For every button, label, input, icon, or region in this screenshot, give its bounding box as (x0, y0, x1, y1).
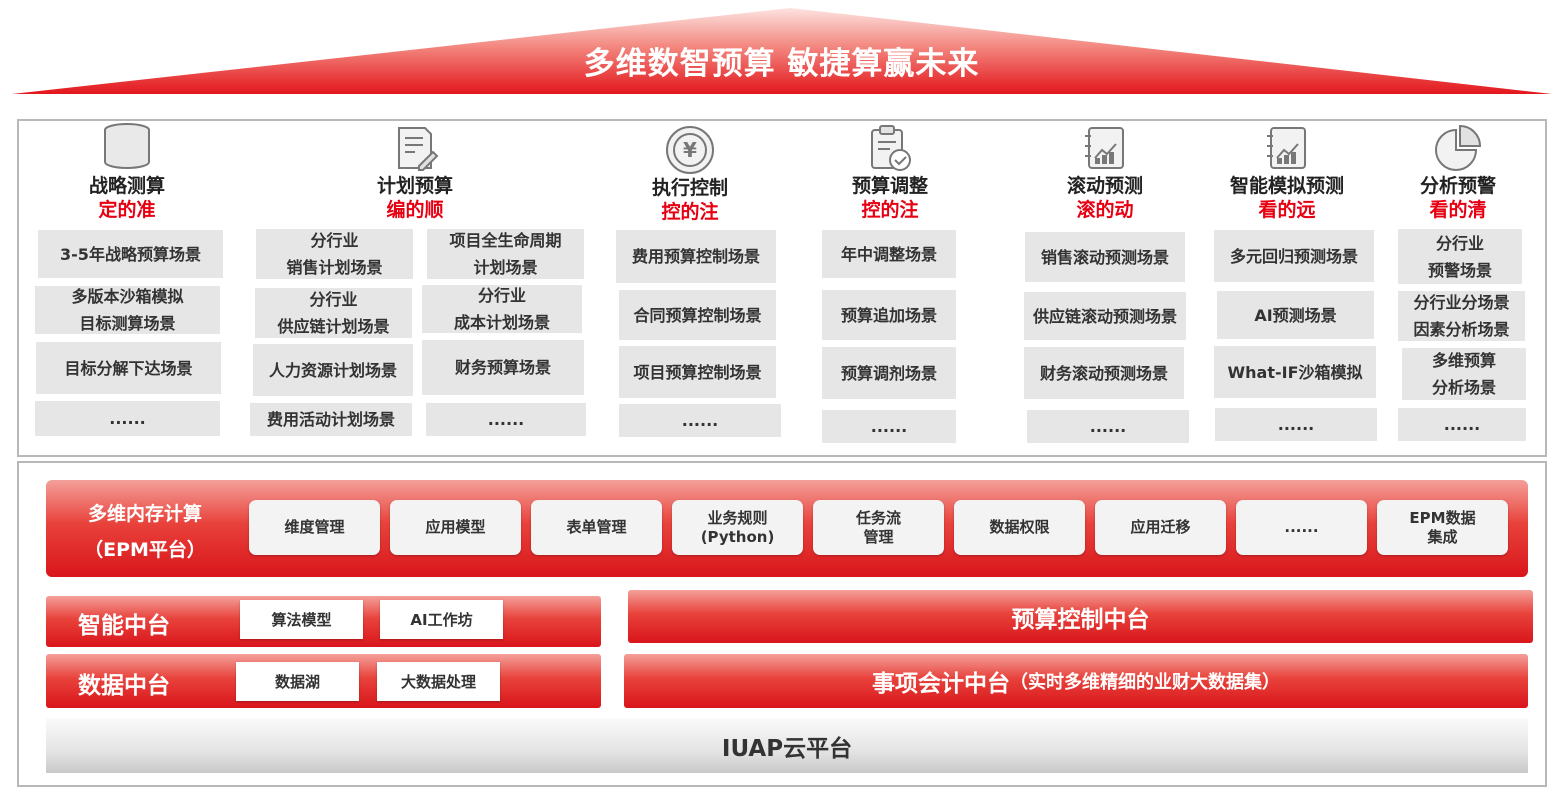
cloud-label: IUAP云平台 (721, 735, 853, 762)
epm-chip: 数据权限 (954, 500, 1085, 555)
scenario-box: ...... (1027, 410, 1189, 443)
data-platform-chip: 数据湖 (236, 662, 359, 701)
scenario-box: 年中调整场景 (822, 230, 956, 278)
column-title: 滚动预测 (1066, 175, 1143, 197)
column-subtitle: 看的远 (1258, 199, 1316, 221)
column-subtitle: 控的注 (661, 201, 719, 223)
column-title: 战略测算 (88, 175, 165, 197)
scenario-box: 多版本沙箱模拟 目标测算场景 (35, 286, 220, 334)
column-title: 智能模拟预测 (1229, 175, 1344, 197)
column-subtitle: 定的准 (98, 199, 156, 221)
smart-platform-chip: AI工作坊 (380, 600, 503, 639)
budget-control-label: 预算控制中台 (1011, 606, 1150, 633)
epm-label-line1: 多维内存计算 (87, 503, 202, 525)
scenario-box: 财务滚动预测场景 (1024, 347, 1184, 399)
scenario-box: 销售滚动预测场景 (1025, 232, 1185, 282)
accounting-band: 事项会计中台 （实时多维精细的业财大数据集） (624, 654, 1528, 708)
scenario-box: 财务预算场景 (422, 340, 584, 395)
column-subtitle: 编的顺 (386, 199, 444, 221)
scenario-box: 多元回归预测场景 (1214, 230, 1374, 282)
clipboard-check-icon (871, 125, 911, 171)
scenario-box: 人力资源计划场景 (253, 344, 413, 396)
scenario-box: 费用活动计划场景 (250, 403, 412, 436)
svg-text:¥: ¥ (683, 138, 697, 162)
accounting-note: （实时多维精细的业财大数据集） (1010, 672, 1280, 693)
epm-chip: 任务流 管理 (813, 500, 944, 555)
column-subtitle: 看的清 (1429, 199, 1487, 221)
column-title: 计划预算 (376, 175, 453, 197)
column-plan: 计划预算 编的顺 (345, 122, 485, 222)
epm-chip: 业务规则 (Python) (672, 500, 803, 555)
epm-chip: EPM数据 集成 (1377, 500, 1508, 555)
column-title: 预算调整 (851, 175, 928, 197)
scenario-box: ...... (619, 404, 781, 437)
scenario-box: 费用预算控制场景 (616, 230, 776, 283)
scenario-box: 合同预算控制场景 (619, 290, 776, 340)
scenario-box: AI预测场景 (1217, 291, 1374, 339)
scenario-box: 分行业 销售计划场景 (256, 229, 413, 279)
scenario-box: 项目全生命周期 计划场景 (427, 229, 584, 279)
scenario-box: 分行业 成本计划场景 (422, 285, 582, 333)
data-platform-label: 数据中台 (78, 673, 170, 699)
scenario-box: 预算追加场景 (822, 290, 956, 340)
column-ai: 智能模拟预测 看的远 (1207, 122, 1367, 222)
scenario-box: 多维预算 分析场景 (1402, 348, 1526, 400)
epm-chip: 维度管理 (249, 500, 380, 555)
column-strategy: 战略测算 定的准 (57, 122, 197, 222)
document-edit-icon (398, 127, 439, 171)
scenario-box: 分行业 预警场景 (1398, 229, 1522, 284)
epm-label-line2: （EPM平台） (84, 539, 206, 561)
pie-chart-icon (1435, 124, 1482, 171)
scenario-box: 3-5年战略预算场景 (38, 230, 223, 278)
roof-banner (12, 8, 1552, 94)
accounting-label: 事项会计中台 (872, 671, 1010, 697)
chart-notebook-icon (1085, 127, 1124, 169)
chart-notebook-icon (1267, 127, 1306, 169)
epm-chip: ...... (1236, 500, 1367, 555)
budget-control-band: 预算控制中台 (628, 590, 1533, 643)
smart-platform-label: 智能中台 (78, 613, 170, 639)
epm-chip: 应用迁移 (1095, 500, 1226, 555)
scenario-box: 分行业 供应链计划场景 (255, 288, 412, 338)
column-subtitle: 控的注 (861, 199, 919, 221)
scenario-box: 目标分解下达场景 (36, 342, 221, 394)
scenario-box: ...... (1398, 408, 1526, 441)
epm-chip: 应用模型 (390, 500, 521, 555)
scenario-box: ...... (426, 403, 586, 436)
scenario-box: What-IF沙箱模拟 (1214, 346, 1376, 398)
scenario-box: 分行业分场景 因素分析场景 (1398, 291, 1525, 341)
cloud-platform: IUAP云平台 (46, 718, 1528, 773)
database-icon (104, 123, 150, 169)
scenario-box: 供应链滚动预测场景 (1024, 292, 1186, 340)
data-platform-chip: 大数据处理 (377, 662, 500, 701)
epm-chip: 表单管理 (531, 500, 662, 555)
column-adjust: 预算调整 控的注 (820, 122, 960, 222)
scenario-box: ...... (822, 410, 956, 443)
column-rolling: 滚动预测 滚的动 (1035, 122, 1175, 222)
scenario-box: ...... (35, 401, 220, 436)
column-control: ¥ 执行控制 控的注 (620, 124, 760, 224)
column-title: 执行控制 (651, 177, 728, 199)
column-analysis: 分析预警 看的清 (1388, 122, 1528, 222)
column-subtitle: 滚的动 (1076, 199, 1134, 221)
epm-label: 多维内存计算 （EPM平台） (60, 496, 230, 568)
scenario-box: 项目预算控制场景 (619, 346, 776, 398)
scenario-box: ...... (1215, 408, 1377, 441)
roof-title: 多维数智预算 敏捷算赢未来 (583, 46, 980, 82)
column-title: 分析预警 (1419, 175, 1496, 197)
yuan-coin-icon: ¥ (666, 126, 714, 174)
scenario-box: 预算调剂场景 (822, 347, 956, 399)
smart-platform-chip: 算法模型 (240, 600, 363, 639)
